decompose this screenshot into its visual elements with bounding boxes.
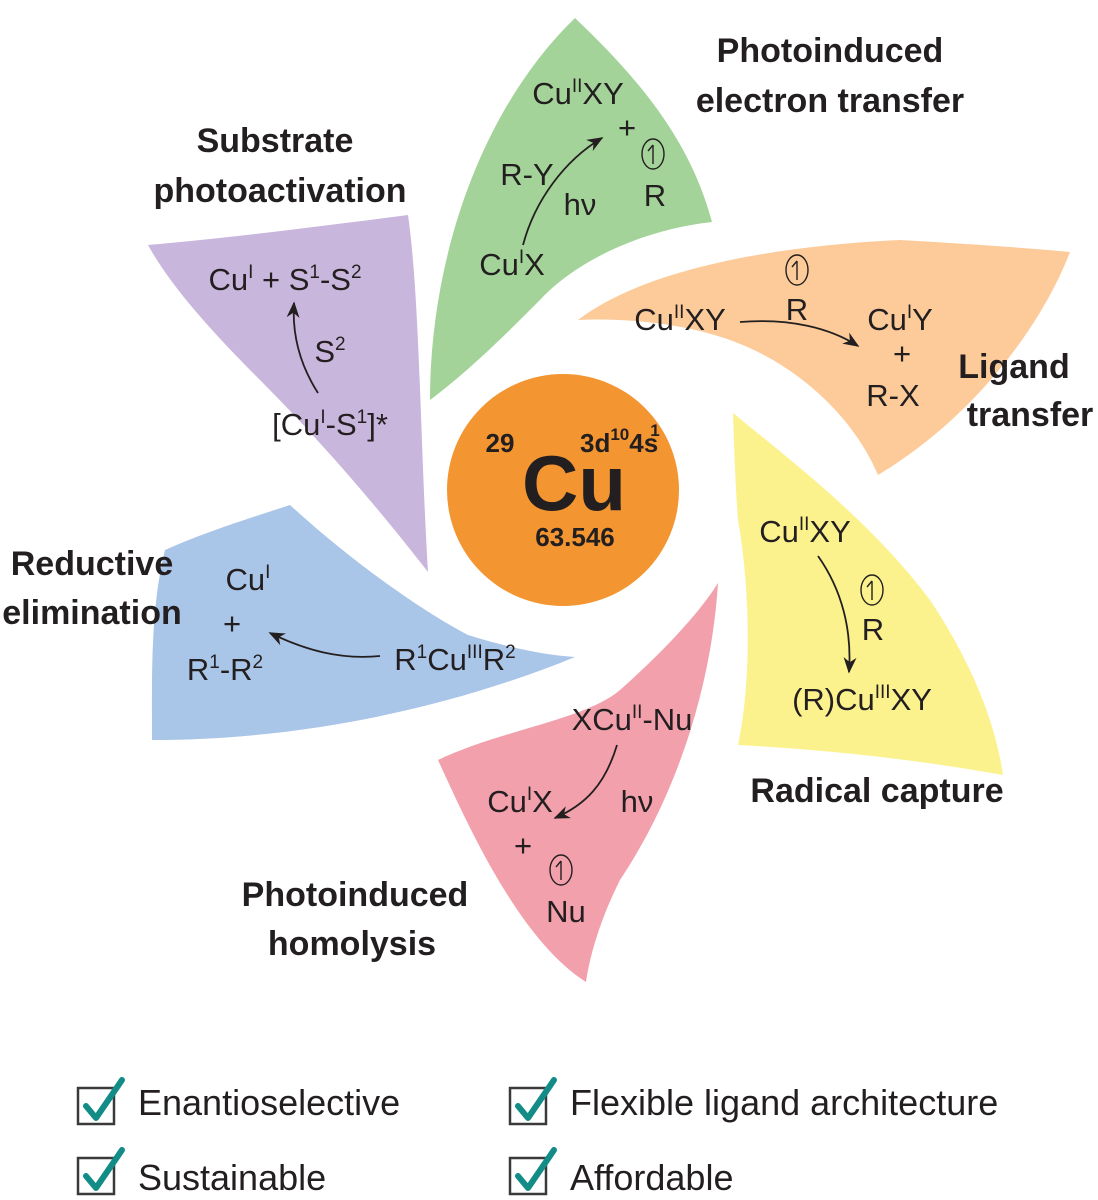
legend: Enantioselective Flexible ligand archite… — [76, 1077, 998, 1198]
pet-radical: R — [644, 178, 666, 213]
legend-item-sustainable: Sustainable — [76, 1147, 326, 1198]
legend-item-enantioselective: Enantioselective — [76, 1077, 400, 1126]
re-arrow — [268, 632, 381, 658]
label-photoinduced-electron-transfer-line1: Photoinduced — [717, 32, 944, 70]
ph-plus: + — [514, 828, 532, 863]
ph-product: CuIX — [487, 784, 553, 819]
lt-start: CuIIXY — [634, 302, 726, 337]
label-substrate-photoactivation-line2: photoactivation — [153, 172, 406, 210]
label-photoinduced-electron-transfer-line2: electron transfer — [696, 82, 964, 120]
rc-product: (R)CuIIIXY — [792, 682, 932, 717]
legend-label: Flexible ligand architecture — [570, 1082, 998, 1123]
lt-byproduct: R-X — [866, 378, 920, 413]
ph-start: XCuII-Nu — [572, 702, 693, 737]
electron-configuration: 3d104s1 — [580, 421, 660, 458]
lt-radical: R — [786, 292, 808, 327]
sp-reagent: S2 — [314, 334, 345, 369]
label-ligand-transfer-line2: transfer — [967, 396, 1094, 434]
pet-start: CuIX — [479, 247, 545, 282]
legend-item-flexible-ligand-architecture: Flexible ligand architecture — [508, 1077, 998, 1126]
pet-arrow — [522, 137, 604, 246]
atomic-mass: 63.546 — [535, 522, 615, 552]
legend-label: Enantioselective — [138, 1082, 400, 1123]
element-symbol: Cu — [522, 439, 626, 527]
sp-start: [CuI-S1]* — [272, 407, 388, 442]
legend-label: Affordable — [570, 1157, 733, 1198]
petal-photoinduced-homolysis — [438, 583, 718, 982]
petal-radical-capture — [733, 413, 1003, 775]
pet-reagent: R-Y — [500, 157, 553, 192]
label-ligand-transfer-line1: Ligand — [958, 348, 1069, 386]
rc-arrow — [817, 555, 857, 674]
lt-arrow — [739, 320, 860, 347]
petal-substrate-photoactivation — [148, 215, 428, 572]
pet-product: CuIIXY — [532, 76, 624, 111]
legend-label: Sustainable — [138, 1157, 326, 1198]
ph-arrow — [553, 744, 618, 819]
sp-arrow — [286, 301, 319, 394]
re-product: CuI — [226, 562, 271, 597]
rc-radical: R — [862, 612, 884, 647]
ph-light: hν — [621, 784, 654, 819]
re-start: R1CuIIIR2 — [394, 642, 515, 677]
ph-radical-spin-icon — [549, 854, 573, 886]
label-substrate-photoactivation-line1: Substrate — [197, 122, 354, 160]
checkmark-icon — [515, 1147, 557, 1191]
label-photoinduced-homolysis-line2: homolysis — [268, 925, 436, 963]
pet-light: hν — [564, 187, 597, 222]
checkmark-icon — [83, 1147, 125, 1191]
label-reductive-elimination-line2: elimination — [2, 594, 181, 632]
label-photoinduced-homolysis-line1: Photoinduced — [242, 876, 469, 914]
label-radical-capture: Radical capture — [750, 772, 1003, 810]
lt-radical-spin-icon — [785, 254, 809, 286]
checkmark-icon — [83, 1077, 125, 1121]
copper-element-circle — [447, 374, 679, 606]
legend-item-affordable: Affordable — [508, 1147, 733, 1198]
sp-product: CuI + S1-S2 — [208, 262, 361, 297]
rc-radical-spin-icon — [860, 574, 884, 606]
petal-ligand-transfer — [578, 240, 1070, 475]
label-reductive-elimination-line1: Reductive — [11, 545, 174, 583]
lt-product: CuIY — [867, 302, 933, 337]
ph-radical: Nu — [546, 894, 586, 929]
checkmark-icon — [515, 1077, 557, 1121]
petal-reductive-elimination — [151, 505, 575, 740]
pet-plus: + — [618, 110, 636, 145]
re-plus: + — [223, 606, 241, 641]
pet-radical-spin-icon — [641, 138, 665, 170]
petal-photoinduced-electron-transfer — [430, 18, 712, 400]
rc-start: CuIIXY — [759, 514, 851, 549]
lt-plus: + — [893, 336, 911, 371]
re-coupled-product: R1-R2 — [187, 652, 263, 687]
atomic-number: 29 — [486, 428, 515, 458]
